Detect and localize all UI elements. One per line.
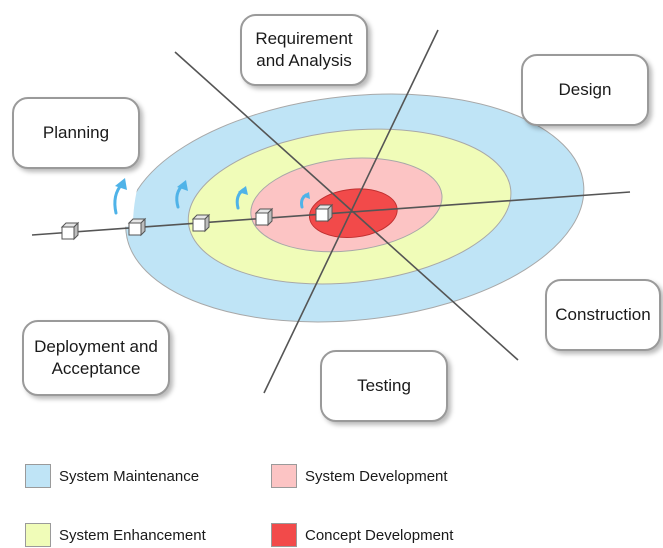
legend-item-system-enhancement: System Enhancement <box>25 522 206 548</box>
arrow-head-icon <box>115 178 127 190</box>
legend-swatch <box>271 464 297 488</box>
phase-construction: Construction <box>545 279 661 351</box>
legend-label: System Development <box>305 467 448 485</box>
cube-icon <box>127 217 147 237</box>
spiral-rings <box>125 93 585 323</box>
phase-design: Design <box>521 54 649 126</box>
cube-icon <box>60 221 80 241</box>
legend-swatch <box>25 464 51 488</box>
legend-label: Concept Development <box>305 526 454 544</box>
cube-icon <box>191 213 211 233</box>
phase-line-design-deployment <box>263 29 439 394</box>
legend-swatch <box>271 523 297 547</box>
phase-planning: Planning <box>12 97 140 169</box>
legend-item-concept-development: Concept Development <box>271 522 453 548</box>
phase-requirement-analysis: Requirement and Analysis <box>240 14 368 86</box>
arrow-head-icon <box>238 186 248 195</box>
phase-deployment-acceptance: Deployment and Acceptance <box>22 320 170 396</box>
arrow-head-icon <box>177 180 188 191</box>
phase-testing: Testing <box>320 350 448 422</box>
legend-item-system-maintenance: System Maintenance <box>25 463 199 489</box>
legend-label: System Maintenance <box>59 467 200 485</box>
legend-label: System Enhancement <box>59 526 206 544</box>
iteration-arrows <box>113 178 310 215</box>
cube-icon <box>254 207 274 227</box>
phase-line-requirement-construction <box>174 51 519 361</box>
legend-item-system-development: System Development <box>271 463 448 489</box>
legend-swatch <box>25 523 51 547</box>
cube-icon <box>314 203 334 223</box>
arrow-head-icon <box>302 192 310 199</box>
milestones <box>60 203 334 241</box>
